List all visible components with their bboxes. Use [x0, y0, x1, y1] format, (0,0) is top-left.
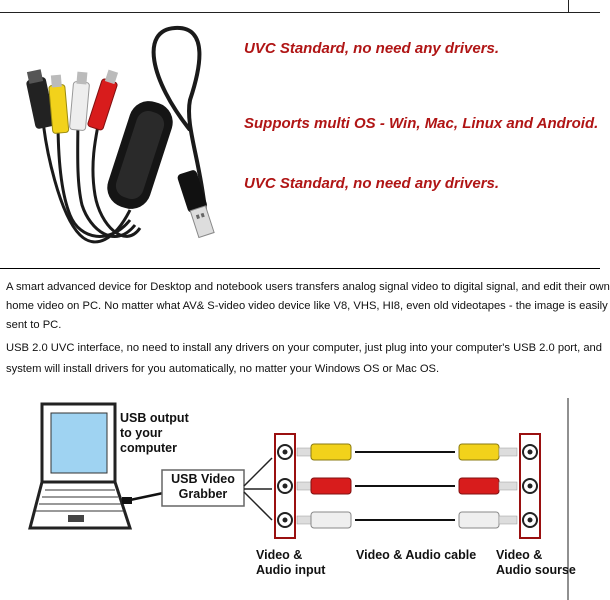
- section-divider: [0, 268, 600, 269]
- svideo-connector: [26, 69, 55, 129]
- video-input-line-1: Video &: [256, 548, 303, 562]
- description-line-5: system will install drivers for you auto…: [6, 363, 440, 375]
- grabber-line-2: Grabber: [178, 487, 228, 501]
- top-border-line: [0, 12, 600, 13]
- input-jacks: [277, 444, 293, 528]
- yellow-connector: [48, 74, 70, 134]
- white-cable: [76, 114, 137, 238]
- grabber-line-1: USB Video: [171, 472, 235, 486]
- rca-cable-yellow: [296, 443, 518, 461]
- description-line-3: sent to PC.: [6, 319, 62, 331]
- usb-output-line-2: to your: [120, 426, 163, 440]
- cable-label: Video & Audio cable: [356, 548, 477, 562]
- usb-output-line-1: USB output: [120, 411, 189, 425]
- video-input-label: Video & Audio input: [256, 548, 325, 578]
- laptop-icon: [28, 402, 133, 530]
- source-jacks: [522, 444, 538, 528]
- usb-cable: [151, 25, 207, 211]
- video-source-line-2: Audio sourse: [496, 563, 576, 577]
- description-line-1: A smart advanced device for Desktop and …: [6, 281, 610, 293]
- feature-2: Supports multi OS - Win, Mac, Linux and …: [244, 115, 599, 132]
- video-source-line-1: Video &: [496, 548, 543, 562]
- white-connector: [69, 71, 90, 131]
- grabber-cables: [243, 457, 273, 521]
- usb-output-label: USB output to your computer: [120, 411, 189, 456]
- usb-port-connector: [122, 497, 132, 504]
- description-line-4: USB 2.0 UVC interface, no need to instal…: [6, 342, 603, 354]
- grabber-box: [161, 469, 245, 507]
- top-right-border: [568, 0, 569, 12]
- rca-cable-red: [296, 477, 518, 495]
- usb-output-line-3: computer: [120, 441, 177, 455]
- grabber-label: USB Video Grabber: [162, 472, 244, 502]
- feature-3: UVC Standard, no need any drivers.: [244, 175, 500, 192]
- video-input-line-2: Audio input: [256, 563, 326, 577]
- usb-plug: [177, 170, 215, 239]
- video-source-label: Video & Audio sourse: [496, 548, 576, 578]
- grabber-device: [107, 101, 173, 209]
- feature-1: UVC Standard, no need any drivers.: [244, 40, 500, 57]
- description-line-2: home video on PC. No matter what AV& S-v…: [6, 300, 608, 312]
- red-cable: [91, 114, 142, 238]
- rca-cable-white: [296, 511, 518, 529]
- red-connector: [87, 69, 119, 131]
